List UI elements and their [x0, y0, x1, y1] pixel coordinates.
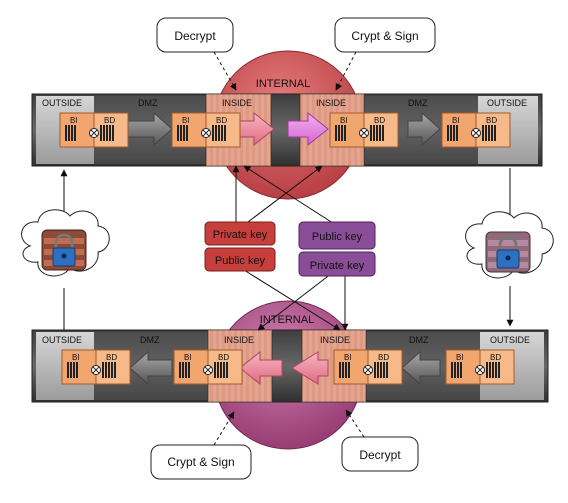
zone-inside-top-left: INSIDE — [222, 98, 252, 108]
callout-decrypt-bottom — [341, 436, 419, 472]
callout-decrypt-bottom-label: Decrypt — [359, 448, 401, 462]
lock-icon — [485, 231, 531, 273]
key-lines — [232, 165, 349, 331]
flow-arrow-top-3 — [287, 111, 329, 147]
bi-bd-module: BI BD — [173, 349, 243, 385]
flow-arrow-top-2 — [239, 111, 275, 147]
public-key-badge-red — [204, 247, 276, 272]
bd-label: BD — [216, 116, 227, 125]
bd-label: BD — [218, 353, 229, 362]
bi-bd-module: BI BD — [61, 349, 131, 385]
flow-arrow-bottom-2 — [291, 351, 329, 385]
private-key-badge-purple — [298, 251, 376, 277]
callout-decrypt-top-label: Decrypt — [174, 29, 216, 43]
bi-label: BI — [70, 116, 78, 125]
zone-outside-bottom-left: OUTSIDE — [42, 335, 82, 345]
bi-label: BI — [344, 353, 352, 362]
bi-label: BI — [452, 116, 460, 125]
flow-arrow-bottom-4 — [129, 350, 173, 386]
flow-arrow-bottom-1 — [401, 350, 441, 386]
bd-label: BD — [104, 116, 115, 125]
bi-label: BI — [182, 116, 190, 125]
bi-label: BI — [72, 353, 80, 362]
private-key-badge-red — [204, 221, 276, 246]
callout-crypt-sign-top-label: Crypt & Sign — [351, 29, 418, 43]
bd-label: BD — [374, 116, 385, 125]
bi-label: BI — [456, 353, 464, 362]
zone-dmz-top-left: DMZ — [138, 98, 158, 108]
zone-dmz-bottom-left: DMZ — [140, 335, 160, 345]
lock-icon — [41, 229, 87, 271]
flow-arrow-bottom-3 — [239, 350, 283, 386]
internal-label-bottom: INTERNAL — [260, 314, 314, 326]
callout-crypt-sign-bottom-label: Crypt & Sign — [167, 455, 234, 469]
zone-inside-bottom-right: INSIDE — [320, 335, 350, 345]
bi-label: BI — [340, 116, 348, 125]
bi-bd-module: BI BD — [445, 349, 515, 385]
callout-crypt-sign-bottom — [150, 444, 252, 480]
bi-bd-module: BI BD — [171, 112, 241, 148]
bi-bd-module: BI BD — [329, 112, 399, 148]
flow-arrow-top-4 — [407, 111, 441, 147]
bi-bd-module: BI BD — [59, 112, 129, 148]
zone-inside-bottom-left: INSIDE — [224, 335, 254, 345]
bi-bd-module: BI BD — [333, 349, 403, 385]
zone-inside-top-right: INSIDE — [316, 98, 346, 108]
callout-pointer-bottom-left — [213, 411, 235, 446]
side-connectors — [60, 168, 514, 330]
flow-arrow-top-1 — [127, 111, 173, 147]
callout-decrypt-top — [156, 17, 234, 53]
zone-dmz-top-right: DMZ — [408, 98, 428, 108]
bd-label: BD — [486, 116, 497, 125]
private-key-label-purple: Private key — [310, 260, 365, 272]
bd-label: BD — [106, 353, 117, 362]
zone-dmz-bottom-right: DMZ — [409, 335, 429, 345]
zone-outside-bottom-right: OUTSIDE — [490, 335, 530, 345]
public-key-label-purple: Public key — [312, 231, 363, 243]
modules-layer: BI BD BI BD BI BD BI BD BI BD BI BD BI BD BI BD — [59, 112, 515, 385]
public-key-badge-purple — [298, 221, 376, 250]
private-key-label-red: Private key — [213, 229, 268, 241]
zone-outside-top-right: OUTSIDE — [487, 98, 527, 108]
bi-bd-module: BI BD — [441, 112, 511, 148]
callout-pointer-top-left — [213, 51, 237, 91]
callout-crypt-sign-top — [334, 17, 436, 53]
internal-label-top: INTERNAL — [256, 78, 310, 90]
bd-label: BD — [490, 353, 501, 362]
bi-label: BI — [184, 353, 192, 362]
callout-pointer-top-right — [335, 51, 357, 91]
zone-outside-top-left: OUTSIDE — [42, 98, 82, 108]
public-key-label-red: Public key — [215, 255, 266, 267]
bd-label: BD — [378, 353, 389, 362]
